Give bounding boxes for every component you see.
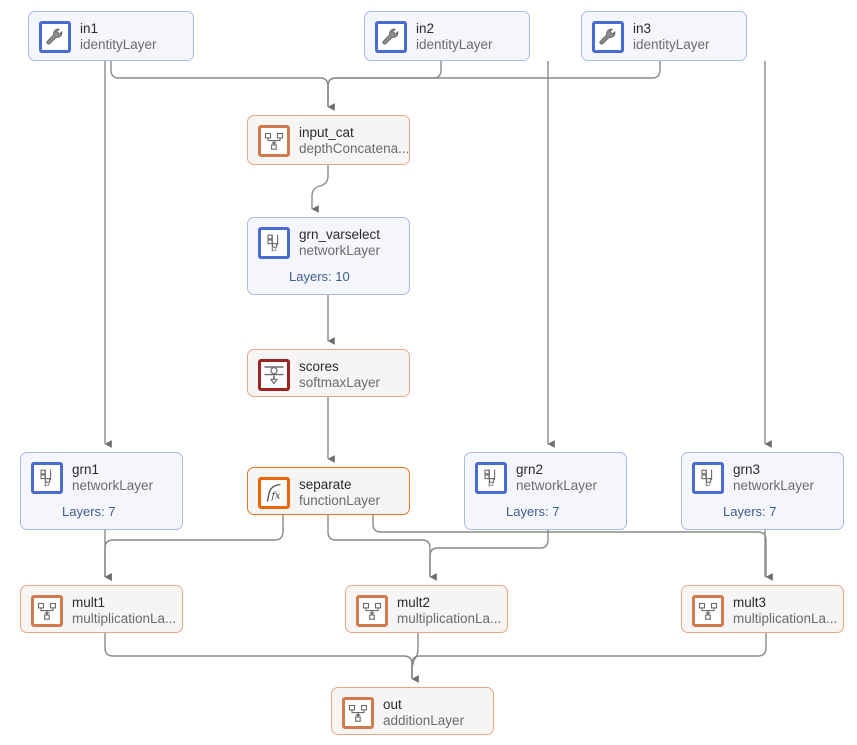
- node-type: networkLayer: [733, 477, 815, 493]
- node-name: in2: [416, 21, 435, 36]
- node-type: depthConcatena...: [299, 140, 410, 156]
- node-type: networkLayer: [299, 242, 381, 258]
- node-name: out: [383, 697, 402, 712]
- node-type: networkLayer: [516, 477, 598, 493]
- node-type: identityLayer: [633, 36, 710, 52]
- network-stack-icon: [475, 462, 507, 494]
- node-name: grn2: [516, 462, 544, 477]
- network-stack-icon: [31, 462, 63, 494]
- node-type: additionLayer: [383, 712, 465, 728]
- node-name: in3: [633, 21, 652, 36]
- node-type: networkLayer: [72, 477, 154, 493]
- svg-text:fx: fx: [271, 491, 282, 502]
- node-name: mult1: [72, 595, 106, 610]
- network-stack-icon: [692, 462, 724, 494]
- node-type: multiplicationLa...: [397, 610, 502, 626]
- wrench-icon: [375, 21, 407, 53]
- node-layer-count: Layers: 10: [289, 269, 350, 284]
- node-name: scores: [299, 359, 339, 374]
- node-type: multiplicationLa...: [733, 610, 838, 626]
- wrench-icon: [39, 21, 71, 53]
- node-type: multiplicationLa...: [72, 610, 177, 626]
- node-type: softmaxLayer: [299, 374, 381, 390]
- merge-nodes-icon: [31, 595, 63, 627]
- node-name: grn3: [733, 462, 761, 477]
- node-name: mult2: [397, 595, 431, 610]
- node-type: identityLayer: [416, 36, 493, 52]
- node-layer-count: Layers: 7: [62, 504, 116, 519]
- merge-nodes-icon: [692, 595, 724, 627]
- node-name: mult3: [733, 595, 767, 610]
- fx-icon: fx: [258, 477, 290, 509]
- network-stack-icon: [258, 227, 290, 259]
- node-name: grn_varselect: [299, 227, 381, 242]
- node-type: functionLayer: [299, 492, 381, 508]
- softmax-icon: [258, 359, 290, 391]
- node-name: grn1: [72, 462, 100, 477]
- node-type: identityLayer: [80, 36, 157, 52]
- node-layer-count: Layers: 7: [723, 504, 777, 519]
- merge-nodes-icon: [258, 125, 290, 157]
- node-name: separate: [299, 477, 352, 492]
- node-name: input_cat: [299, 125, 354, 140]
- merge-nodes-icon: [356, 595, 388, 627]
- node-name: in1: [80, 21, 99, 36]
- merge-nodes-icon: [342, 697, 374, 729]
- node-layer-count: Layers: 7: [506, 504, 560, 519]
- wrench-icon: [592, 21, 624, 53]
